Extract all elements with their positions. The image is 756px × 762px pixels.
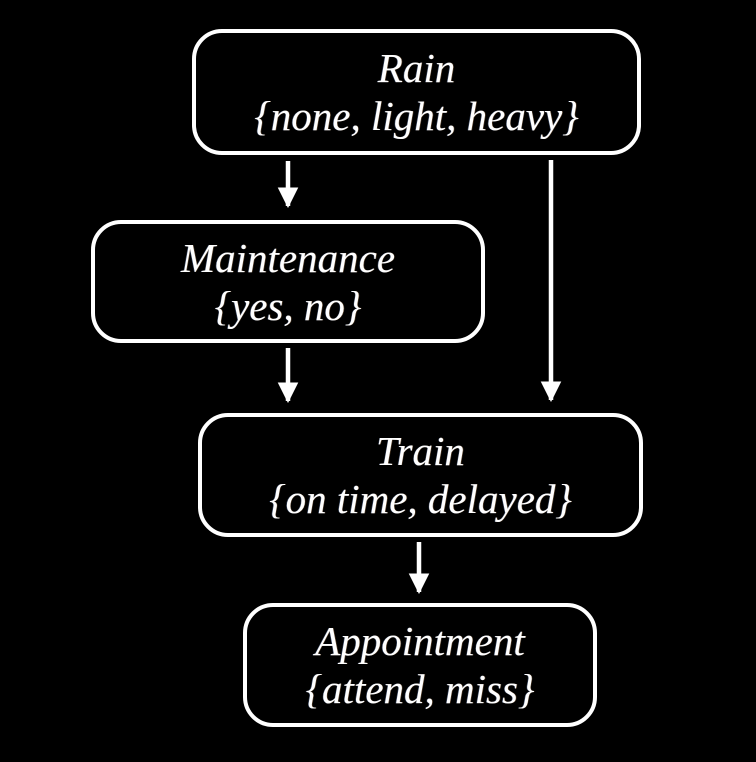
- node-rain: Rain {none, light, heavy}: [192, 29, 641, 155]
- node-appointment-values: {attend, miss}: [305, 666, 535, 712]
- node-rain-values: {none, light, heavy}: [254, 93, 579, 139]
- node-appointment: Appointment {attend, miss}: [243, 603, 597, 727]
- node-maintenance-label: Maintenance: [180, 234, 396, 281]
- node-maintenance-values: {yes, no}: [214, 282, 362, 329]
- node-maintenance: Maintenance {yes, no}: [91, 220, 485, 343]
- node-train: Train {on time, delayed}: [198, 413, 643, 537]
- node-train-label: Train: [376, 428, 465, 474]
- node-train-values: {on time, delayed}: [269, 476, 572, 522]
- node-appointment-label: Appointment: [315, 618, 525, 664]
- node-rain-label: Rain: [377, 45, 456, 91]
